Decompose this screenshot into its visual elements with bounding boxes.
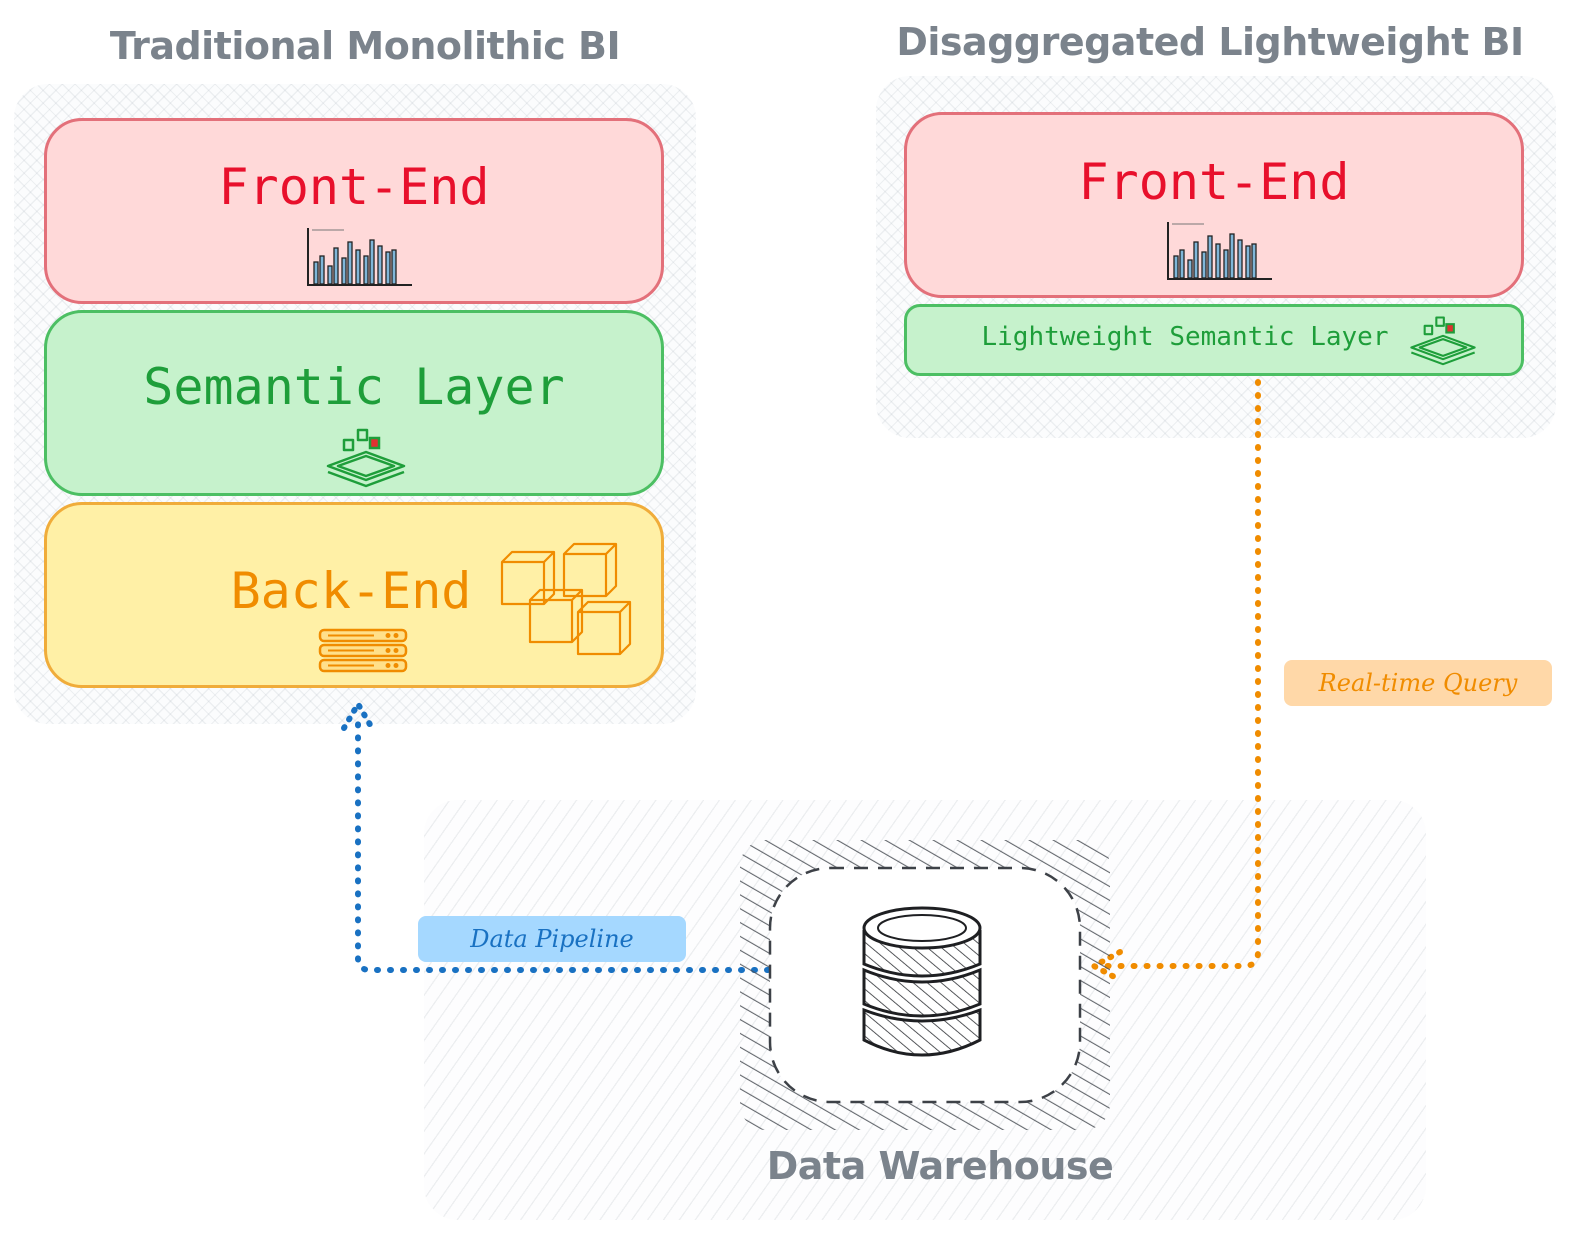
server-stack-icon (318, 628, 408, 673)
data-pipeline-arrowhead (341, 701, 375, 731)
lightweight-semantic-layer (904, 304, 1524, 376)
front-end-label-lightweight: Front-End (1078, 153, 1350, 211)
cubes-icon (500, 542, 632, 656)
database-icon (862, 906, 982, 1057)
back-end-label: Back-End (230, 562, 472, 620)
data-pipeline-label: Data Pipeline (418, 916, 686, 962)
front-end-layer (44, 118, 664, 304)
bar-chart-icon (307, 228, 412, 286)
warehouse-title: Data Warehouse (766, 1144, 1114, 1188)
front-end-label: Front-End (218, 158, 490, 216)
semantic-layer-icon (326, 428, 406, 488)
data-pipeline-line (355, 713, 771, 973)
bar-chart-icon-lightweight (1167, 222, 1272, 280)
front-end-layer-lightweight (904, 112, 1524, 298)
semantic-layer (44, 310, 664, 496)
right-section-title: Disaggregated Lightweight BI (896, 20, 1524, 64)
semantic-layer-label: Semantic Layer (143, 358, 565, 416)
real-time-query-label: Real-time Query (1284, 660, 1552, 706)
left-section-title: Traditional Monolithic BI (109, 24, 621, 68)
real-time-query-line (1099, 379, 1261, 969)
lightweight-semantic-label: Lightweight Semantic Layer (981, 322, 1389, 352)
semantic-layer-icon-lightweight (1410, 316, 1476, 366)
